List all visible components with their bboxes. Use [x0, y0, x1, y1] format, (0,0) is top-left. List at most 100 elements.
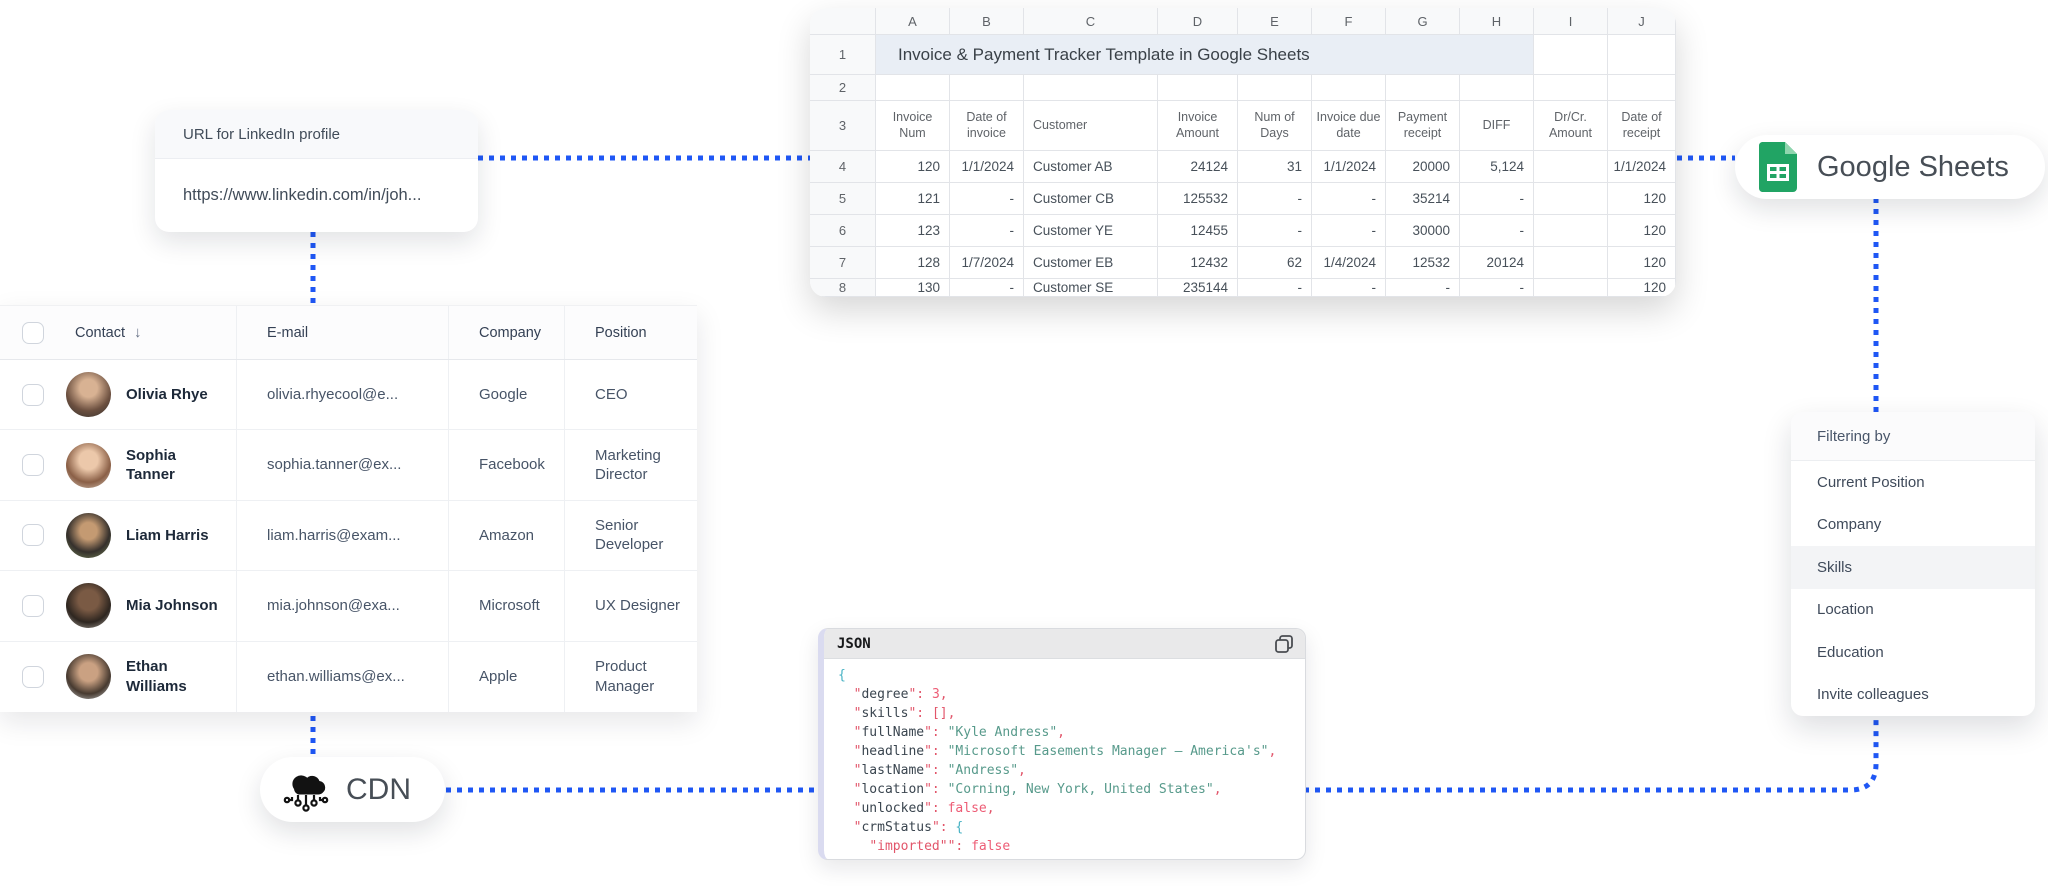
- sheet-data-cell[interactable]: -: [1460, 183, 1534, 215]
- company-column-header[interactable]: Company: [449, 306, 565, 359]
- sheet-cell-empty[interactable]: [876, 75, 950, 101]
- filter-item-skills[interactable]: Skills: [1791, 546, 2035, 589]
- sheet-data-cell[interactable]: -: [950, 183, 1024, 215]
- sheet-column-header-g[interactable]: G: [1386, 8, 1460, 35]
- row-checkbox[interactable]: [22, 665, 44, 688]
- sheet-cell-empty[interactable]: [1608, 75, 1676, 101]
- sheet-row-number[interactable]: 5: [810, 183, 876, 215]
- filter-item-education[interactable]: Education: [1817, 643, 1884, 661]
- filter-item-company[interactable]: Company: [1817, 516, 1882, 534]
- sheet-header-cell[interactable]: Num of Days: [1238, 101, 1312, 151]
- sheet-column-header-i[interactable]: I: [1534, 8, 1608, 35]
- sheet-data-cell[interactable]: 1/4/2024: [1312, 247, 1386, 279]
- contact-column-header[interactable]: Contact ↓: [0, 306, 237, 359]
- sheet-cell-empty[interactable]: [1608, 35, 1676, 75]
- filter-item-invite-colleagues[interactable]: Invite colleagues: [1817, 686, 1929, 704]
- sheet-header-cell[interactable]: Invoice Amount: [1158, 101, 1238, 151]
- row-checkbox[interactable]: [22, 524, 44, 547]
- sort-descending-icon[interactable]: ↓: [133, 324, 142, 341]
- sheet-data-cell[interactable]: 123: [876, 215, 950, 247]
- sheet-data-cell[interactable]: 20124: [1460, 247, 1534, 279]
- sheet-data-cell[interactable]: 30000: [1386, 215, 1460, 247]
- sheet-data-cell[interactable]: -: [1238, 183, 1312, 215]
- sheet-data-cell[interactable]: 62: [1238, 247, 1312, 279]
- sheet-data-cell[interactable]: Customer SE: [1024, 279, 1158, 297]
- sheet-data-cell[interactable]: 20000: [1386, 151, 1460, 183]
- sheet-row-number[interactable]: 6: [810, 215, 876, 247]
- cdn-badge[interactable]: CDN: [260, 757, 445, 822]
- sheet-column-header-d[interactable]: D: [1158, 8, 1238, 35]
- google-sheets-badge[interactable]: Google Sheets: [1735, 135, 2045, 199]
- sheet-header-cell[interactable]: Dr/Cr. Amount: [1534, 101, 1608, 151]
- sheet-data-cell[interactable]: -: [950, 215, 1024, 247]
- sheet-data-cell[interactable]: -: [1460, 215, 1534, 247]
- sheet-data-cell[interactable]: 24124: [1158, 151, 1238, 183]
- sheet-cell-empty[interactable]: [1024, 75, 1158, 101]
- sheet-data-cell[interactable]: -: [1386, 279, 1460, 297]
- sheet-data-cell[interactable]: 12455: [1158, 215, 1238, 247]
- sheet-data-cell[interactable]: 130: [876, 279, 950, 297]
- sheet-data-cell[interactable]: 120: [1608, 183, 1676, 215]
- sheet-header-cell[interactable]: Invoice due date: [1312, 101, 1386, 151]
- sheet-column-header-f[interactable]: F: [1312, 8, 1386, 35]
- sheet-column-header-c[interactable]: C: [1024, 8, 1158, 35]
- sheet-data-cell[interactable]: 1/1/2024: [1608, 151, 1676, 183]
- sheet-data-cell[interactable]: 12532: [1386, 247, 1460, 279]
- sheet-data-cell[interactable]: [1534, 215, 1608, 247]
- sheet-data-cell[interactable]: -: [1312, 215, 1386, 247]
- sheet-data-cell[interactable]: -: [1460, 279, 1534, 297]
- sheet-data-cell[interactable]: -: [1312, 183, 1386, 215]
- sheet-title-cell[interactable]: Invoice & Payment Tracker Template in Go…: [876, 35, 1534, 75]
- sheet-data-cell[interactable]: Customer YE: [1024, 215, 1158, 247]
- sheet-data-cell[interactable]: Customer CB: [1024, 183, 1158, 215]
- position-column-header[interactable]: Position: [595, 324, 647, 341]
- sheet-cell-empty[interactable]: [1460, 75, 1534, 101]
- sheet-cell-empty[interactable]: [950, 75, 1024, 101]
- sheet-data-cell[interactable]: 120: [1608, 279, 1676, 297]
- sheet-data-cell[interactable]: 125532: [1158, 183, 1238, 215]
- sheet-data-cell[interactable]: 1/7/2024: [950, 247, 1024, 279]
- sheet-data-cell[interactable]: 120: [876, 151, 950, 183]
- sheet-column-header-a[interactable]: A: [876, 8, 950, 35]
- sheet-data-cell[interactable]: 35214: [1386, 183, 1460, 215]
- sheet-data-cell[interactable]: -: [950, 279, 1024, 297]
- sheet-corner-cell[interactable]: [810, 8, 876, 35]
- sheet-row-number[interactable]: 8: [810, 279, 876, 297]
- sheet-data-cell[interactable]: Customer EB: [1024, 247, 1158, 279]
- sheet-row-number[interactable]: 2: [810, 75, 876, 101]
- sheet-data-cell[interactable]: 12432: [1158, 247, 1238, 279]
- sheet-cell-empty[interactable]: [1312, 75, 1386, 101]
- sheet-column-header-b[interactable]: B: [950, 8, 1024, 35]
- sheet-row-number[interactable]: 3: [810, 101, 876, 151]
- sheet-cell-empty[interactable]: [1386, 75, 1460, 101]
- sheet-row-number[interactable]: 4: [810, 151, 876, 183]
- sheet-data-cell[interactable]: 1/1/2024: [1312, 151, 1386, 183]
- sheet-data-cell[interactable]: 120: [1608, 215, 1676, 247]
- sheet-header-cell[interactable]: DIFF: [1460, 101, 1534, 151]
- sheet-header-cell[interactable]: Payment receipt: [1386, 101, 1460, 151]
- sheet-data-cell[interactable]: 5,124: [1460, 151, 1534, 183]
- sheet-data-cell[interactable]: [1534, 183, 1608, 215]
- sheet-header-cell[interactable]: Date of receipt: [1608, 101, 1676, 151]
- sheet-data-cell[interactable]: 235144: [1158, 279, 1238, 297]
- sheet-data-cell[interactable]: -: [1238, 279, 1312, 297]
- sheet-row-number[interactable]: 1: [810, 35, 876, 75]
- sheet-cell-empty[interactable]: [1534, 75, 1608, 101]
- sheet-cell-empty[interactable]: [1158, 75, 1238, 101]
- sheet-data-cell[interactable]: 31: [1238, 151, 1312, 183]
- sheet-data-cell[interactable]: Customer AB: [1024, 151, 1158, 183]
- sheet-cell-empty[interactable]: [1238, 75, 1312, 101]
- sheet-data-cell[interactable]: 128: [876, 247, 950, 279]
- sheet-header-cell[interactable]: Date of invoice: [950, 101, 1024, 151]
- sheet-data-cell[interactable]: [1534, 279, 1608, 297]
- sheet-data-cell[interactable]: 1/1/2024: [950, 151, 1024, 183]
- sheet-data-cell[interactable]: -: [1238, 215, 1312, 247]
- sheet-column-header-j[interactable]: J: [1608, 8, 1676, 35]
- email-column-header[interactable]: E-mail: [237, 306, 449, 359]
- sheet-header-cell[interactable]: Customer: [1024, 101, 1158, 151]
